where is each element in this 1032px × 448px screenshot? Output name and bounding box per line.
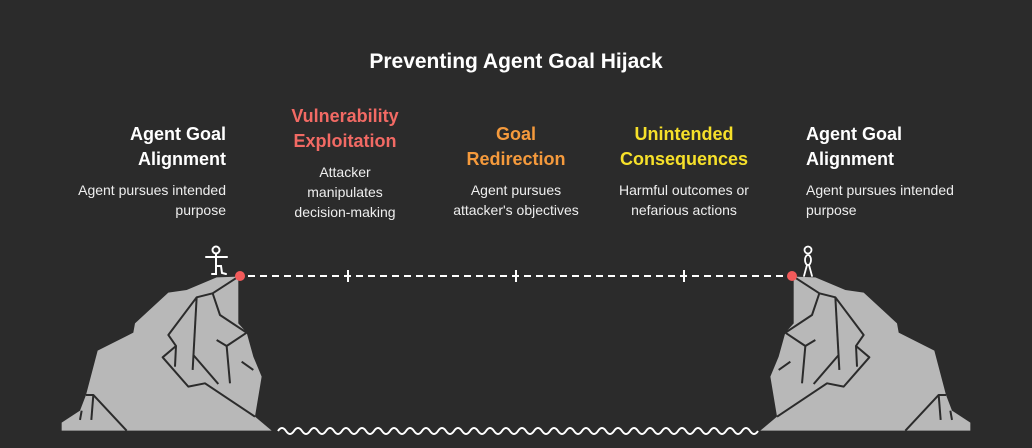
- stage-heading: Vulnerability Exploitation: [291, 106, 399, 151]
- stage-redirection: Goal Redirection Agent pursues attacker'…: [416, 122, 616, 220]
- stage-description: Harmful outcomes or nefarious actions: [619, 182, 749, 218]
- end-point: [787, 271, 797, 281]
- water-wave: [277, 427, 759, 435]
- standing-figure-icon: [803, 245, 813, 277]
- left-cliff: [60, 275, 273, 432]
- stage-description: Agent pursues attacker's objectives: [453, 182, 579, 218]
- stage-vulnerability: Vulnerability Exploitation Attacker mani…: [245, 104, 445, 222]
- stage-description: Attacker manipulates decision-making: [294, 164, 396, 220]
- diagram-title: Preventing Agent Goal Hijack: [369, 50, 663, 73]
- stage-heading: Unintended Consequences: [619, 124, 749, 169]
- right-cliff: [759, 275, 972, 432]
- start-point: [235, 271, 245, 281]
- stage-description: Agent pursues intended purpose: [78, 182, 226, 218]
- stage-consequences: Unintended Consequences Harmful outcomes…: [584, 122, 784, 220]
- stage-heading: Goal Redirection: [466, 124, 566, 169]
- stage-heading: Agent Goal Alignment: [806, 124, 903, 169]
- walking-figure-icon: [205, 245, 228, 275]
- stage-end-alignment: Agent Goal Alignment Agent pursues inten…: [806, 122, 1006, 220]
- stage-start-alignment: Agent Goal Alignment Agent pursues inten…: [26, 122, 226, 220]
- stage-description: Agent pursues intended purpose: [806, 182, 954, 218]
- stage-heading: Agent Goal Alignment: [129, 124, 226, 169]
